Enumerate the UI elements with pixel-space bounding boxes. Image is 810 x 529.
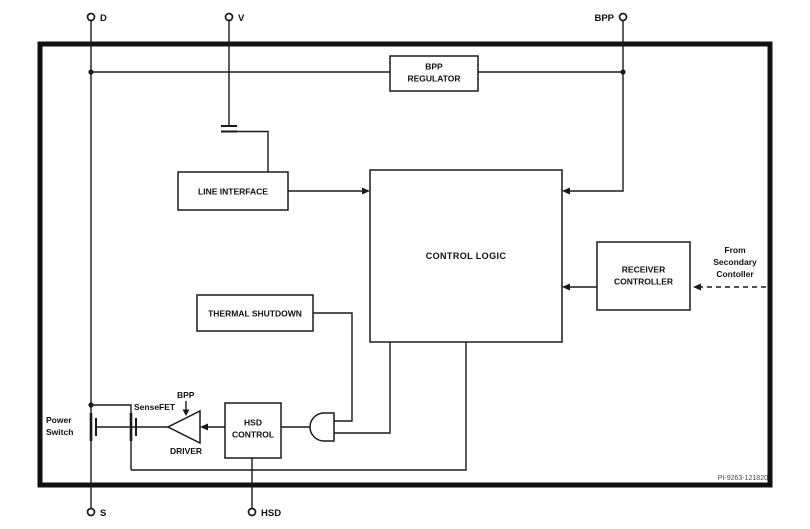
chip-outline: [37, 41, 773, 488]
wire-sensefet-branch: [91, 404, 132, 470]
free-labels: Power Switch SenseFET BPP DRIVER From Se…: [46, 245, 768, 482]
junction-dot-d-rail: [88, 69, 94, 75]
junction-dot-bpp-rail: [620, 69, 626, 75]
wire-bpp-to-control-logic: [568, 20, 624, 192]
bpp-regulator-box: [389, 55, 479, 92]
hsd-control-label-1: HSD: [244, 418, 262, 428]
from-secondary-label-3: Contoller: [716, 269, 754, 279]
hsd-control-label-2: CONTROL: [232, 430, 274, 440]
junctions: [88, 69, 626, 408]
arrowhead-into-control-from-line-interface: [362, 187, 370, 195]
driver-triangle: [166, 409, 201, 445]
part-number: PI-9263-121820: [718, 475, 768, 482]
thermal-shutdown-box: [196, 294, 314, 332]
power-switch-label-2: Switch: [46, 427, 73, 437]
pin-s-terminal: [86, 507, 96, 517]
pin-bpp-terminal: [618, 12, 628, 22]
thermal-shutdown-block: THERMAL SHUTDOWN: [196, 294, 314, 332]
arrowhead-bpp-into-driver: [182, 409, 190, 416]
driver-label: DRIVER: [170, 446, 202, 456]
receiver-controller-label-1: RECEIVER: [622, 265, 665, 275]
arrowheads: [182, 187, 701, 431]
bpp-regulator-block: BPP REGULATOR: [389, 55, 479, 92]
pin-s-label: S: [100, 508, 106, 519]
pin-d-terminal: [86, 12, 96, 22]
wire-thermal-to-and-gate: [313, 312, 353, 422]
pin-bpp-label: BPP: [594, 13, 614, 24]
hsd-control-block: HSD CONTROL: [224, 402, 282, 459]
receiver-controller-box: [596, 241, 691, 311]
arrowhead-into-control-from-receiver: [562, 283, 570, 291]
hsd-control-box: [224, 402, 282, 459]
from-secondary-label-1: From: [724, 245, 746, 255]
pin-hsd-terminal: [247, 507, 257, 517]
from-secondary-label-2: Secondary: [713, 257, 757, 267]
control-logic-label: CONTROL LOGIC: [426, 251, 507, 261]
thermal-shutdown-label: THERMAL SHUTDOWN: [208, 309, 302, 319]
junction-dot-sensefet: [88, 402, 94, 408]
power-switch-label-1: Power: [46, 415, 72, 425]
pin-v-label: V: [238, 13, 245, 24]
and-gate: [309, 412, 335, 442]
arrowhead-into-control-from-bpp: [562, 187, 570, 195]
line-interface-block: LINE INTERFACE: [177, 171, 289, 211]
bpp-regulator-label-1: BPP: [425, 62, 443, 72]
pin-d-label: D: [100, 13, 107, 24]
wire-sense-feedback: [131, 342, 467, 471]
receiver-controller-label-2: CONTROLLER: [614, 277, 673, 287]
control-logic-block: CONTROL LOGIC: [369, 169, 563, 343]
pins: D V BPP S HSD: [86, 12, 628, 519]
bpp-regulator-label-2: REGULATOR: [407, 74, 460, 84]
receiver-controller-block: RECEIVER CONTROLLER: [596, 241, 691, 311]
wire-control-logic-to-and-gate: [334, 342, 391, 434]
arrowhead-into-driver: [200, 423, 208, 431]
line-interface-label: LINE INTERFACE: [198, 187, 268, 197]
control-logic-box: [369, 169, 563, 343]
pin-hsd-label: HSD: [261, 508, 281, 519]
driver-supply-bpp-label: BPP: [177, 390, 195, 400]
wire-startupfet-to-line-interface: [237, 130, 269, 172]
pin-v-terminal: [224, 12, 234, 22]
line-interface-box: [177, 171, 289, 211]
transistors: [89, 125, 237, 441]
sensefet-label: SenseFET: [134, 402, 176, 412]
arrowhead-into-receiver: [693, 283, 701, 291]
